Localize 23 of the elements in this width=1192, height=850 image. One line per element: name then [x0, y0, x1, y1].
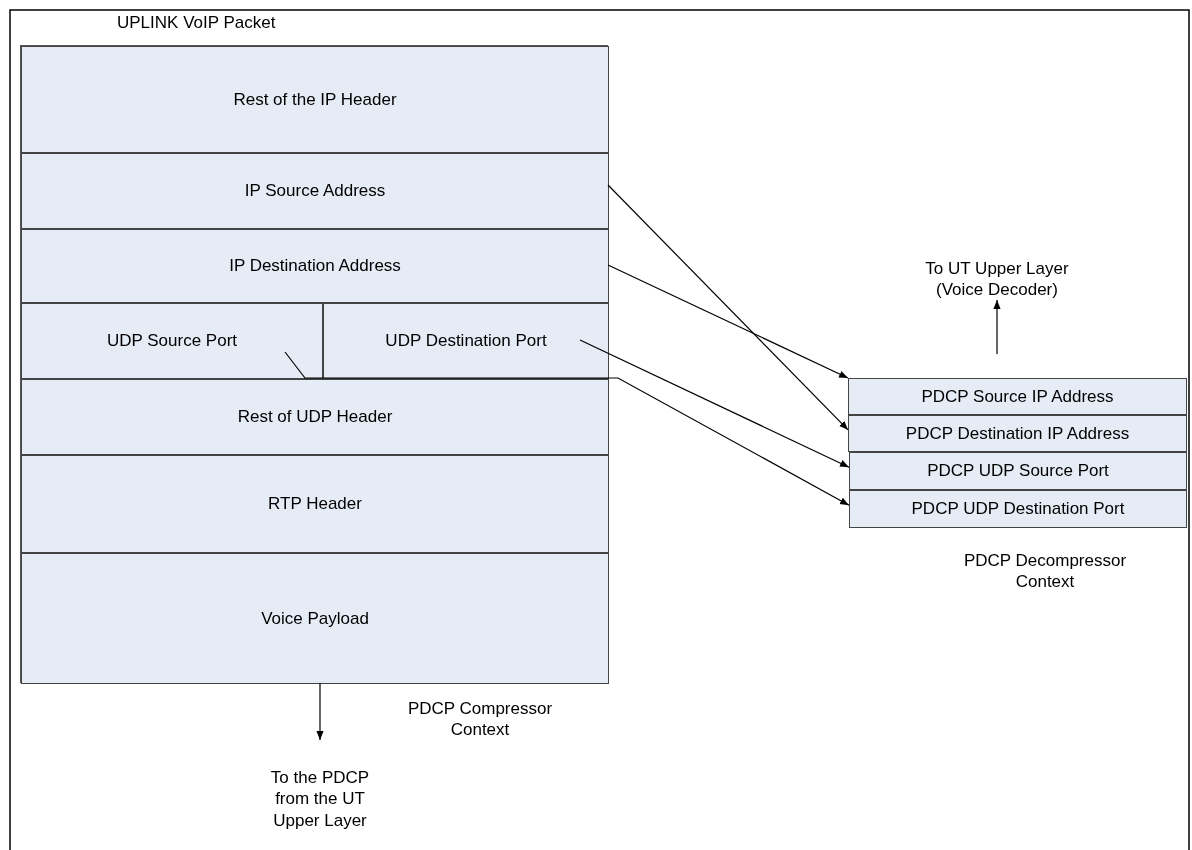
field-box: Voice Payload	[21, 553, 609, 684]
context-label: PDCP Compressor Context	[406, 698, 554, 741]
arrow	[607, 184, 849, 431]
arrow	[316, 682, 324, 741]
arrow	[607, 264, 849, 379]
node-label: To the PDCP from the UT Upper Layer	[262, 756, 378, 842]
field-box: UDP Source Port	[21, 303, 323, 379]
field-box: PDCP UDP Destination Port	[849, 490, 1187, 528]
packet-heading: UPLINK VoIP Packet	[117, 12, 276, 34]
field-box: UDP Destination Port	[323, 303, 609, 379]
node-label: To UT Upper Layer (Voice Decoder)	[912, 256, 1082, 302]
field-box: RTP Header	[21, 455, 609, 553]
field-box: PDCP Source IP Address	[848, 378, 1187, 415]
arrow	[579, 339, 850, 468]
field-box: Rest of the IP Header	[21, 46, 609, 153]
context-label: PDCP Decompressor Context	[962, 550, 1128, 593]
field-box: Rest of UDP Header	[21, 379, 609, 455]
field-box: IP Source Address	[21, 153, 609, 229]
field-box: PDCP UDP Source Port	[849, 452, 1187, 490]
field-box: IP Destination Address	[21, 229, 609, 303]
field-box: PDCP Destination IP Address	[848, 415, 1187, 452]
arrow	[993, 299, 1001, 355]
arrow	[284, 351, 850, 506]
